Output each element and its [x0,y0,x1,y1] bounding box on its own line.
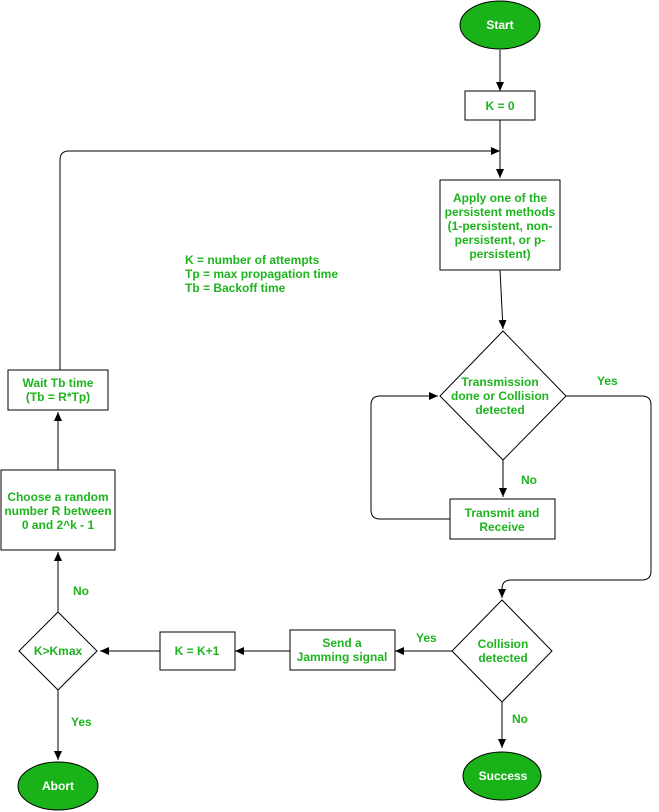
edge-txdone-yes [498,395,652,598]
wait-line-1: Wait Tb time [23,376,94,390]
edges [54,50,652,760]
transmit-receive-node: Transmit and Receive [449,498,556,540]
kmax-no-label: No [73,584,89,598]
wait-node: Wait Tb time (Tb = R*Tp) [7,369,109,411]
edge-transmit-loop [370,392,450,520]
k-init-label: K = 0 [485,99,514,113]
tx-done-line-3: detected [475,403,524,417]
abort-node: Abort [17,761,99,811]
edge-wait-to-apply [59,147,500,370]
collision-decision: Collision detected [451,599,553,703]
random-line-1: Choose a random [7,490,108,504]
apply-method-node: Apply one of the persistent methods (1-p… [439,179,561,271]
collision-line-1: Collision [478,637,529,651]
apply-line-3: (1-persistent, non- [448,219,553,233]
jam-line-1: Send a [322,636,362,650]
abort-label: Abort [42,779,74,793]
kmax-yes-label: Yes [71,715,92,729]
success-node: Success [462,751,542,801]
tx-done-decision: Transmission done or Collision detected [439,330,567,461]
apply-line-2: persistent methods [445,205,556,219]
random-line-2: number R between [4,504,111,518]
apply-line-1: Apply one of the [453,191,547,205]
kmax-decision: K>Kmax [18,611,98,691]
k-inc-label: K = K+1 [175,644,220,658]
random-line-3: 0 and 2^k - 1 [22,518,95,532]
collision-line-2: detected [478,651,527,665]
legend-line-2: Tp = max propagation time [185,267,338,281]
tx-done-line-2: done or Collision [451,389,549,403]
edge-apply-to-txdone [498,269,507,330]
apply-line-4: persistent, or p- [455,233,546,247]
start-label: Start [486,18,513,32]
kmax-label: K>Kmax [34,644,83,658]
collision-yes-label: Yes [416,631,437,645]
k-init-node: K = 0 [464,90,536,121]
start-node: Start [459,0,541,50]
tx-yes-label: Yes [597,374,618,388]
tx-done-line-1: Transmission [461,375,538,389]
success-label: Success [479,769,528,783]
wait-line-2: (Tb = R*Tp) [26,390,90,404]
collision-no-label: No [512,712,528,726]
legend-line-1: K = number of attempts [185,253,320,267]
transmit-line-2: Receive [479,520,525,534]
apply-line-5: persistent) [469,247,530,261]
jamming-node: Send a Jamming signal [289,629,396,671]
transmit-line-1: Transmit and [465,506,540,520]
jam-line-2: Jamming signal [297,650,388,664]
k-increment-node: K = K+1 [159,631,236,671]
legend-line-3: Tb = Backoff time [185,281,286,295]
random-number-node: Choose a random number R between 0 and 2… [0,469,116,551]
tx-no-label: No [521,473,537,487]
legend: K = number of attempts Tp = max propagat… [185,253,338,295]
